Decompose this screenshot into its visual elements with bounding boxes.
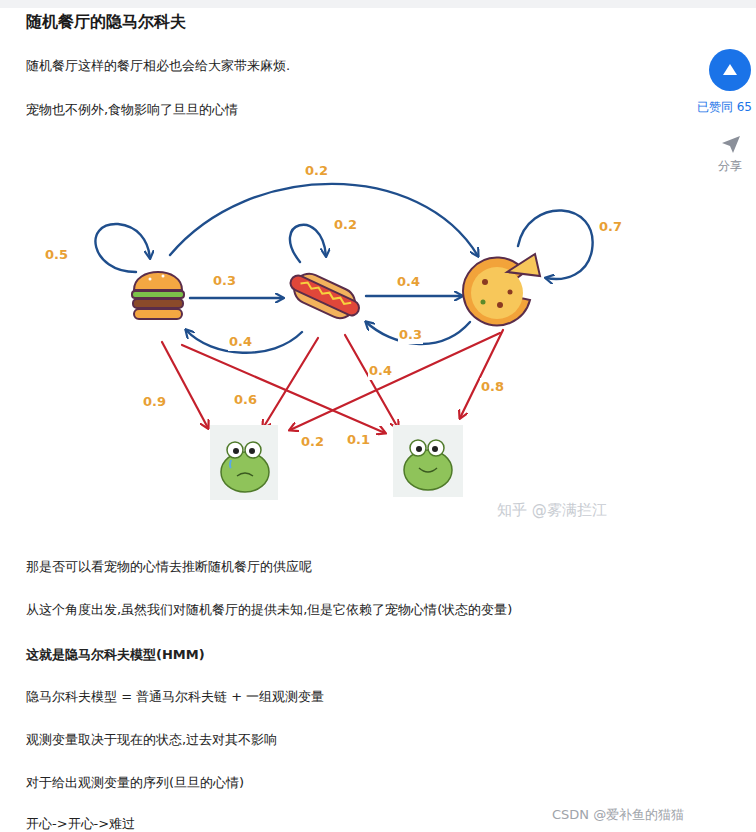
watermark: 知乎 @雾满拦江 <box>497 501 607 519</box>
sad-frog-icon <box>210 425 278 500</box>
top-band <box>0 0 756 8</box>
paragraph: 那是否可以看宠物的心情去推断随机餐厅的供应呢 <box>26 558 312 576</box>
probability-label: 0.4 <box>228 333 253 351</box>
probability-label: 0.8 <box>480 378 505 396</box>
probability-label: 0.6 <box>233 391 258 409</box>
probability-label: 0.4 <box>396 273 421 291</box>
article-title: 随机餐厅的隐马尔科夫 <box>26 13 186 31</box>
probability-label: 0.2 <box>304 162 329 180</box>
probability-label: 0.5 <box>44 246 69 264</box>
upvote-button <box>709 49 751 91</box>
watermark: CSDN @爱补鱼的猫猫 <box>552 806 684 824</box>
probability-label: 0.9 <box>142 393 167 411</box>
paragraph: 随机餐厅这样的餐厅相必也会给大家带来麻烦. <box>26 57 290 75</box>
share-label: 分享 <box>718 157 742 175</box>
probability-label: 0.1 <box>346 431 371 449</box>
probability-label: 0.4 <box>368 362 393 380</box>
upvote-count: 已赞同 65 <box>697 98 752 116</box>
probability-label: 0.3 <box>212 272 237 290</box>
state-transitions <box>95 184 592 353</box>
burger-icon <box>132 272 184 319</box>
probability-label: 0.2 <box>333 216 358 234</box>
hotdog-icon <box>285 267 365 325</box>
paragraph: 从这个角度出发,虽然我们对随机餐厅的提供未知,但是它依赖了宠物心情(状态的变量) <box>26 601 512 619</box>
probability-label: 0.7 <box>598 218 623 236</box>
share-icon <box>722 136 740 153</box>
upvote-arrow <box>723 64 737 75</box>
pizza-icon <box>463 254 540 325</box>
probability-label: 0.3 <box>398 326 423 344</box>
probability-label: 0.2 <box>300 433 325 451</box>
paragraph: 宠物也不例外,食物影响了旦旦的心情 <box>26 101 238 119</box>
emission-arrows <box>162 330 503 433</box>
paragraph: 隐马尔科夫模型 = 普通马尔科夫链 + 一组观测变量 <box>26 688 324 706</box>
paragraph: 对于给出观测变量的序列(旦旦的心情) <box>26 774 244 792</box>
paragraph-heading: 这就是隐马尔科夫模型(HMM) <box>26 646 205 664</box>
happy-frog-icon <box>393 425 463 497</box>
paragraph: 观测变量取决于现在的状态,过去对其不影响 <box>26 731 277 749</box>
paragraph: 开心->开心->难过 <box>26 815 135 832</box>
